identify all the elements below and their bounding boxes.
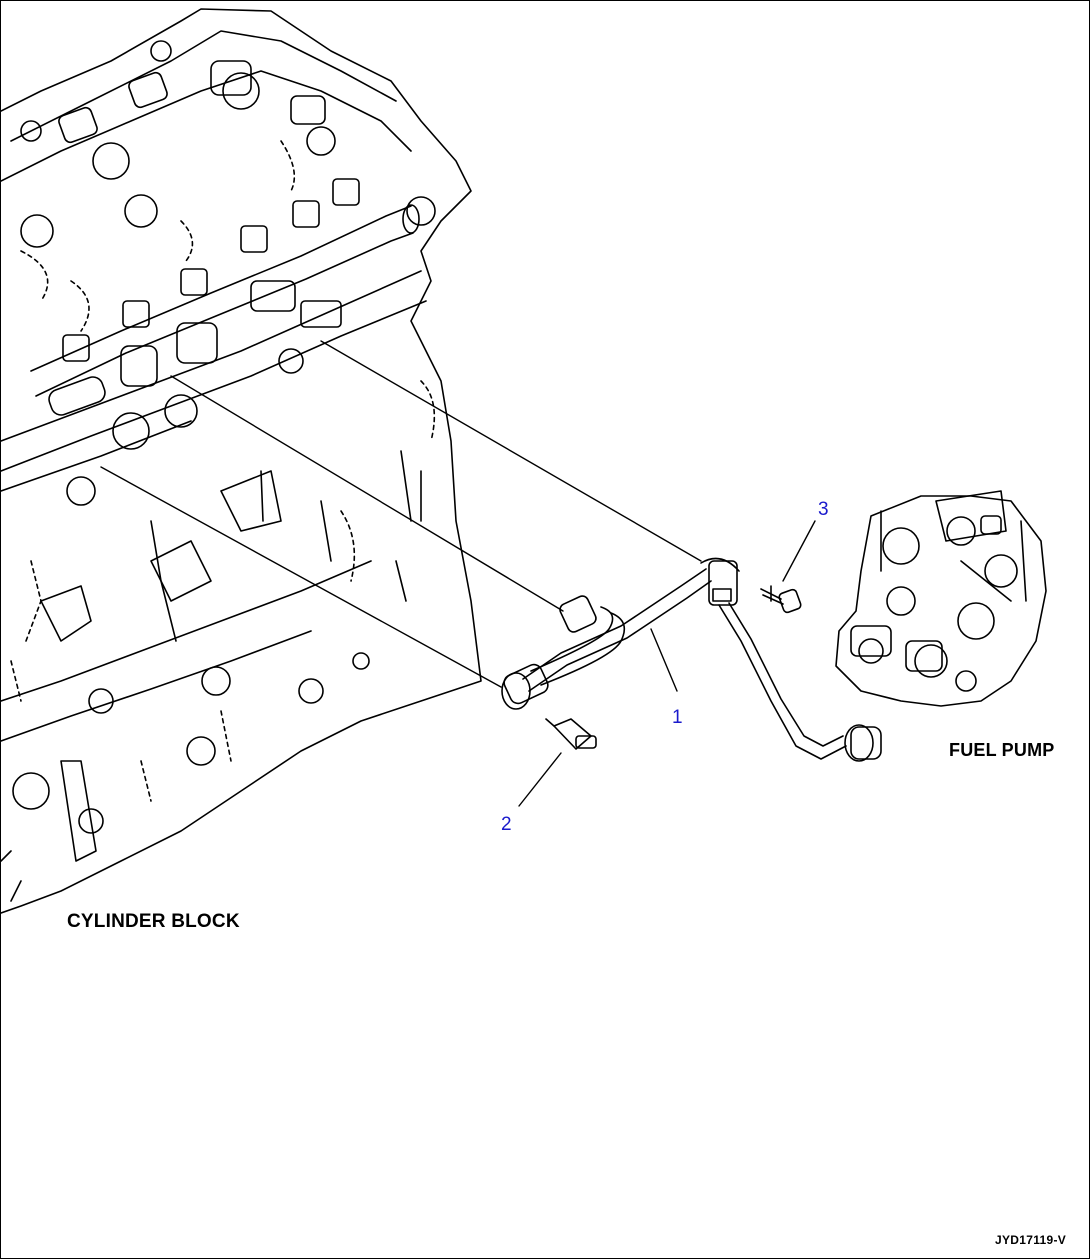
callout-2: 2 <box>501 814 512 835</box>
sensor-2 <box>545 718 597 750</box>
bolt-3 <box>760 585 802 614</box>
leader-lines <box>518 520 816 807</box>
callout-3: 3 <box>818 499 829 520</box>
cylinder-block-drawing <box>1 8 482 914</box>
drawing-code: JYD17119-V <box>995 1233 1067 1247</box>
fuel-pump-drawing <box>835 490 1047 707</box>
fuel-pump-label: FUEL PUMP <box>949 740 1055 760</box>
callout-1: 1 <box>672 707 683 728</box>
fuel-tube-1 <box>501 557 882 762</box>
assembly-guide-lines <box>100 340 702 688</box>
cylinder-block-label: CYLINDER BLOCK <box>67 911 240 932</box>
